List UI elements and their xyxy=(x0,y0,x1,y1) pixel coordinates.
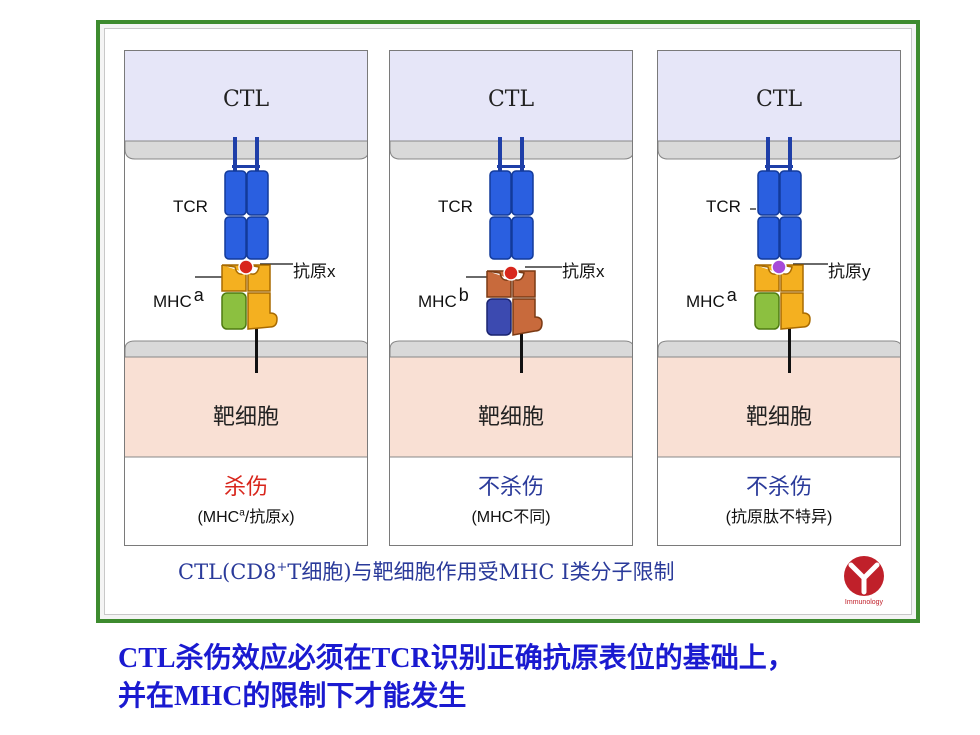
detail-prefix: (MHC不同) xyxy=(471,509,551,526)
antigen-label: 抗原y xyxy=(828,262,871,281)
mhc-superscript: a xyxy=(726,285,737,305)
mhc-beta2m-domain xyxy=(486,298,512,336)
antigen-y-peptide xyxy=(771,259,787,275)
detail-superscript: a xyxy=(239,507,245,519)
mhc-superscript: b xyxy=(458,285,469,305)
detail-prefix: (MHC xyxy=(197,509,240,526)
antigen-label: 抗原x xyxy=(562,262,605,281)
antigen-label: 抗原x xyxy=(293,262,336,281)
antigen-x-peptide xyxy=(238,259,254,275)
mhc-text: MHC xyxy=(153,292,192,311)
mhc-text: MHC xyxy=(686,292,725,311)
antigen-x-peptide xyxy=(503,265,519,281)
logo-text: Immunology xyxy=(844,599,884,606)
mhc-alpha2-domain xyxy=(780,264,804,292)
mhc-alpha3-domain xyxy=(780,292,811,330)
panel-illustration xyxy=(390,51,632,458)
immunology-logo: Immunology xyxy=(832,554,896,610)
conclusion-line-1: CTL杀伤效应必须在TCR识别正确抗原表位的基础上， xyxy=(118,643,795,674)
target-cell-label: 靶细胞 xyxy=(477,405,544,430)
mhc-superscript: a xyxy=(193,285,204,305)
mhc-text: MHC xyxy=(418,292,457,311)
result-label: 不杀伤 xyxy=(477,475,544,500)
mhc-alpha3-domain xyxy=(247,292,278,330)
figure-caption: CTL(CD8+T细胞)与靶细胞作用受MHC I类分子限制 xyxy=(178,556,674,586)
caption-superscript: + xyxy=(276,560,288,575)
tcr-label: TCR xyxy=(438,197,473,216)
result-detail: (MHCa/抗原x) xyxy=(125,503,367,527)
detail-prefix: (抗原肽不特异) xyxy=(725,509,833,526)
tcr-label: TCR xyxy=(173,197,208,216)
result-label: 不杀伤 xyxy=(745,475,812,500)
mhc-alpha2-domain xyxy=(512,270,536,298)
mhc-beta2m-domain xyxy=(754,292,780,330)
mhc-alpha2-domain xyxy=(247,264,271,292)
caption-prefix: CTL(CD8 xyxy=(178,560,277,584)
target-cell-label: 靶细胞 xyxy=(212,405,279,430)
panel-illustration xyxy=(658,51,900,458)
detail-suffix: /抗原x) xyxy=(244,509,295,526)
conclusion-text: CTL杀伤效应必须在TCR识别正确抗原表位的基础上， 并在MHC的限制下才能发生 xyxy=(118,640,918,716)
ctl-label: CTL xyxy=(487,87,535,112)
result-detail: (抗原肽不特异) xyxy=(658,503,900,527)
mhc-alpha1-domain xyxy=(221,264,247,292)
result-detail: (MHC不同) xyxy=(390,503,632,527)
target-cell-label: 靶细胞 xyxy=(745,405,812,430)
antibody-logo-icon xyxy=(844,556,884,596)
caption-suffix: T细胞)与靶细胞作用受MHC I类分子限制 xyxy=(287,560,675,584)
mhc-beta2m-domain xyxy=(221,292,247,330)
panel-illustration xyxy=(125,51,367,458)
mhc-alpha3-domain xyxy=(512,298,543,336)
ctl-label: CTL xyxy=(222,87,270,112)
conclusion-line-2: 并在MHC的限制下才能发生 xyxy=(118,681,467,712)
result-label: 杀伤 xyxy=(223,475,268,500)
tcr-label: TCR xyxy=(706,197,741,216)
ctl-label: CTL xyxy=(755,87,803,112)
